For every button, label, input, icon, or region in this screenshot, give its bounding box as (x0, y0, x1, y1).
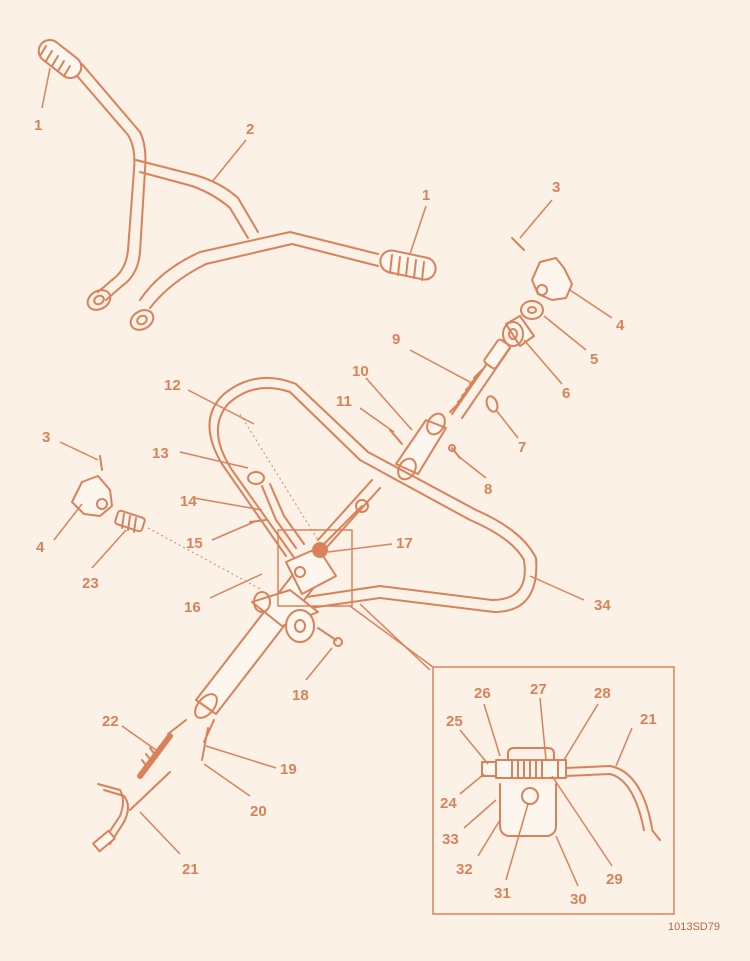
cable-clip-13 (247, 471, 265, 485)
knob-17 (312, 542, 328, 558)
washer-5 (520, 300, 544, 320)
callout-label: 17 (396, 535, 413, 552)
callout-label: 22 (102, 713, 119, 730)
callout-label: 28 (594, 685, 611, 702)
cable-22 (137, 719, 187, 779)
sleeve-10 (395, 412, 447, 481)
callout-labels: 1 2 1 3 4 5 6 7 8 9 10 11 12 13 3 4 14 1… (34, 117, 657, 908)
pin-lower (99, 455, 103, 471)
handle-loop-34 (208, 377, 538, 613)
callout-label: 4 (36, 539, 45, 556)
cable-21 (92, 771, 171, 853)
callout-label: 3 (42, 429, 50, 446)
callout-label: 20 (250, 803, 267, 820)
callout-label: 11 (336, 393, 352, 410)
grip-left (37, 38, 83, 80)
callout-label: 26 (474, 685, 491, 702)
callout-label: 29 (606, 871, 623, 888)
pivot-18 (285, 609, 343, 647)
link-rod (323, 499, 369, 545)
callout-label: 7 (518, 439, 526, 456)
detail-inset (349, 603, 675, 915)
callout-label: 19 (280, 761, 297, 778)
callout-label: 24 (440, 795, 457, 812)
callout-label: 1 (34, 117, 42, 134)
stud-23 (114, 509, 146, 533)
detail-frame-small (277, 529, 353, 607)
callout-label: 3 (552, 179, 560, 196)
pin-upper (511, 237, 525, 251)
clip-7 (485, 395, 499, 413)
callout-label: 4 (616, 317, 625, 334)
knob-upper (531, 257, 573, 301)
leader-lines (41, 67, 633, 887)
knob-lower (71, 475, 113, 517)
callout-label: 27 (530, 681, 547, 698)
callout-label: 32 (456, 861, 473, 878)
callout-label: 34 (594, 597, 611, 614)
callout-label: 6 (562, 385, 570, 402)
callout-label: 14 (180, 493, 197, 510)
grip-right (379, 249, 437, 281)
callout-label: 8 (484, 481, 492, 498)
pin-11 (389, 429, 403, 445)
callout-label: 9 (392, 331, 400, 348)
reference-code: 1013SD79 (668, 921, 720, 933)
callout-label: 15 (186, 535, 203, 552)
dashed-guide (147, 413, 319, 591)
callout-label: 10 (352, 363, 369, 380)
callout-label: 23 (82, 575, 99, 592)
callout-label: 5 (590, 351, 598, 368)
handlebar-upper (71, 63, 379, 331)
callout-label: 21 (182, 861, 199, 878)
callout-label: 33 (442, 831, 459, 848)
callout-label: 30 (570, 891, 587, 908)
callout-label: 31 (494, 885, 511, 902)
callout-label: 2 (246, 121, 254, 138)
callout-label: 1 (422, 187, 430, 204)
callout-label: 25 (446, 713, 463, 730)
lever-14-15 (249, 483, 305, 549)
spacer-6 (502, 315, 535, 347)
cable-19-20 (201, 719, 215, 761)
callout-label: 16 (184, 599, 201, 616)
callout-label: 13 (152, 445, 169, 462)
callout-label: 12 (164, 377, 181, 394)
callout-label: 18 (292, 687, 309, 704)
callout-label: 21 (640, 711, 657, 728)
threaded-rod-9 (449, 338, 511, 419)
